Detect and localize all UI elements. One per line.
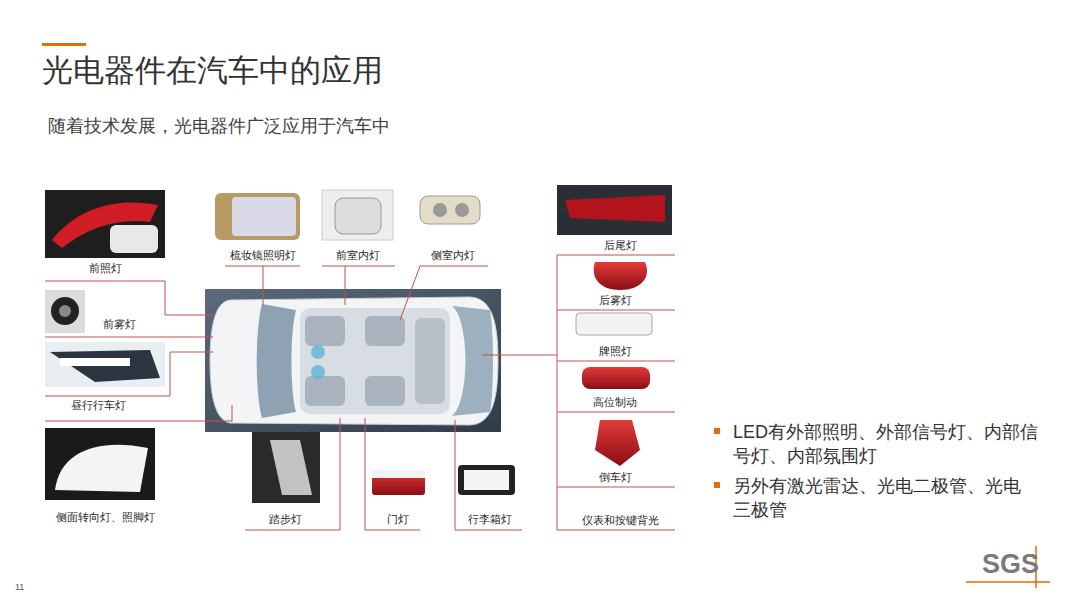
logo-lines	[966, 546, 1050, 588]
leader-lines	[45, 255, 675, 530]
part-label: 行李箱灯	[466, 513, 514, 526]
accent-bar	[42, 43, 86, 46]
part-label: 昼行行车灯	[69, 399, 128, 412]
slide-title: 光电器件在汽车中的应用	[42, 52, 383, 89]
part-label: 倒车灯	[597, 471, 634, 484]
car-picture	[205, 289, 501, 432]
part-label: 前照灯	[87, 262, 124, 275]
bullet-mark	[714, 428, 720, 434]
part-label: 门灯	[385, 513, 411, 526]
page-number: 11	[15, 582, 24, 593]
part-label: 前室内灯	[334, 249, 382, 262]
part-label: 仪表和按键背光	[580, 514, 661, 527]
part-label: 梳妆镜照明灯	[228, 249, 298, 262]
part-label: 后雾灯	[597, 294, 634, 307]
bullet-mark	[714, 482, 720, 488]
part-label: 前雾灯	[103, 318, 136, 331]
part-label: 侧面转向灯、照脚灯	[54, 511, 157, 524]
subtitle: 随着技术发展，光电器件广泛应用于汽车中	[48, 116, 390, 138]
part-label: 侧室内灯	[429, 249, 477, 262]
part-label: 高位制动	[591, 396, 639, 409]
part-label: 踏步灯	[267, 513, 304, 526]
bullet-text: 另外有激光雷达、光电二极管、光电三极管	[733, 474, 1038, 522]
part-photos	[45, 185, 672, 503]
bullet-text: LED有外部照明、外部信号灯、内部信号灯、内部氛围灯	[733, 420, 1038, 468]
part-label: 后尾灯	[602, 239, 639, 252]
part-label: 牌照灯	[597, 345, 634, 358]
logo-text: SGS	[982, 548, 1039, 580]
